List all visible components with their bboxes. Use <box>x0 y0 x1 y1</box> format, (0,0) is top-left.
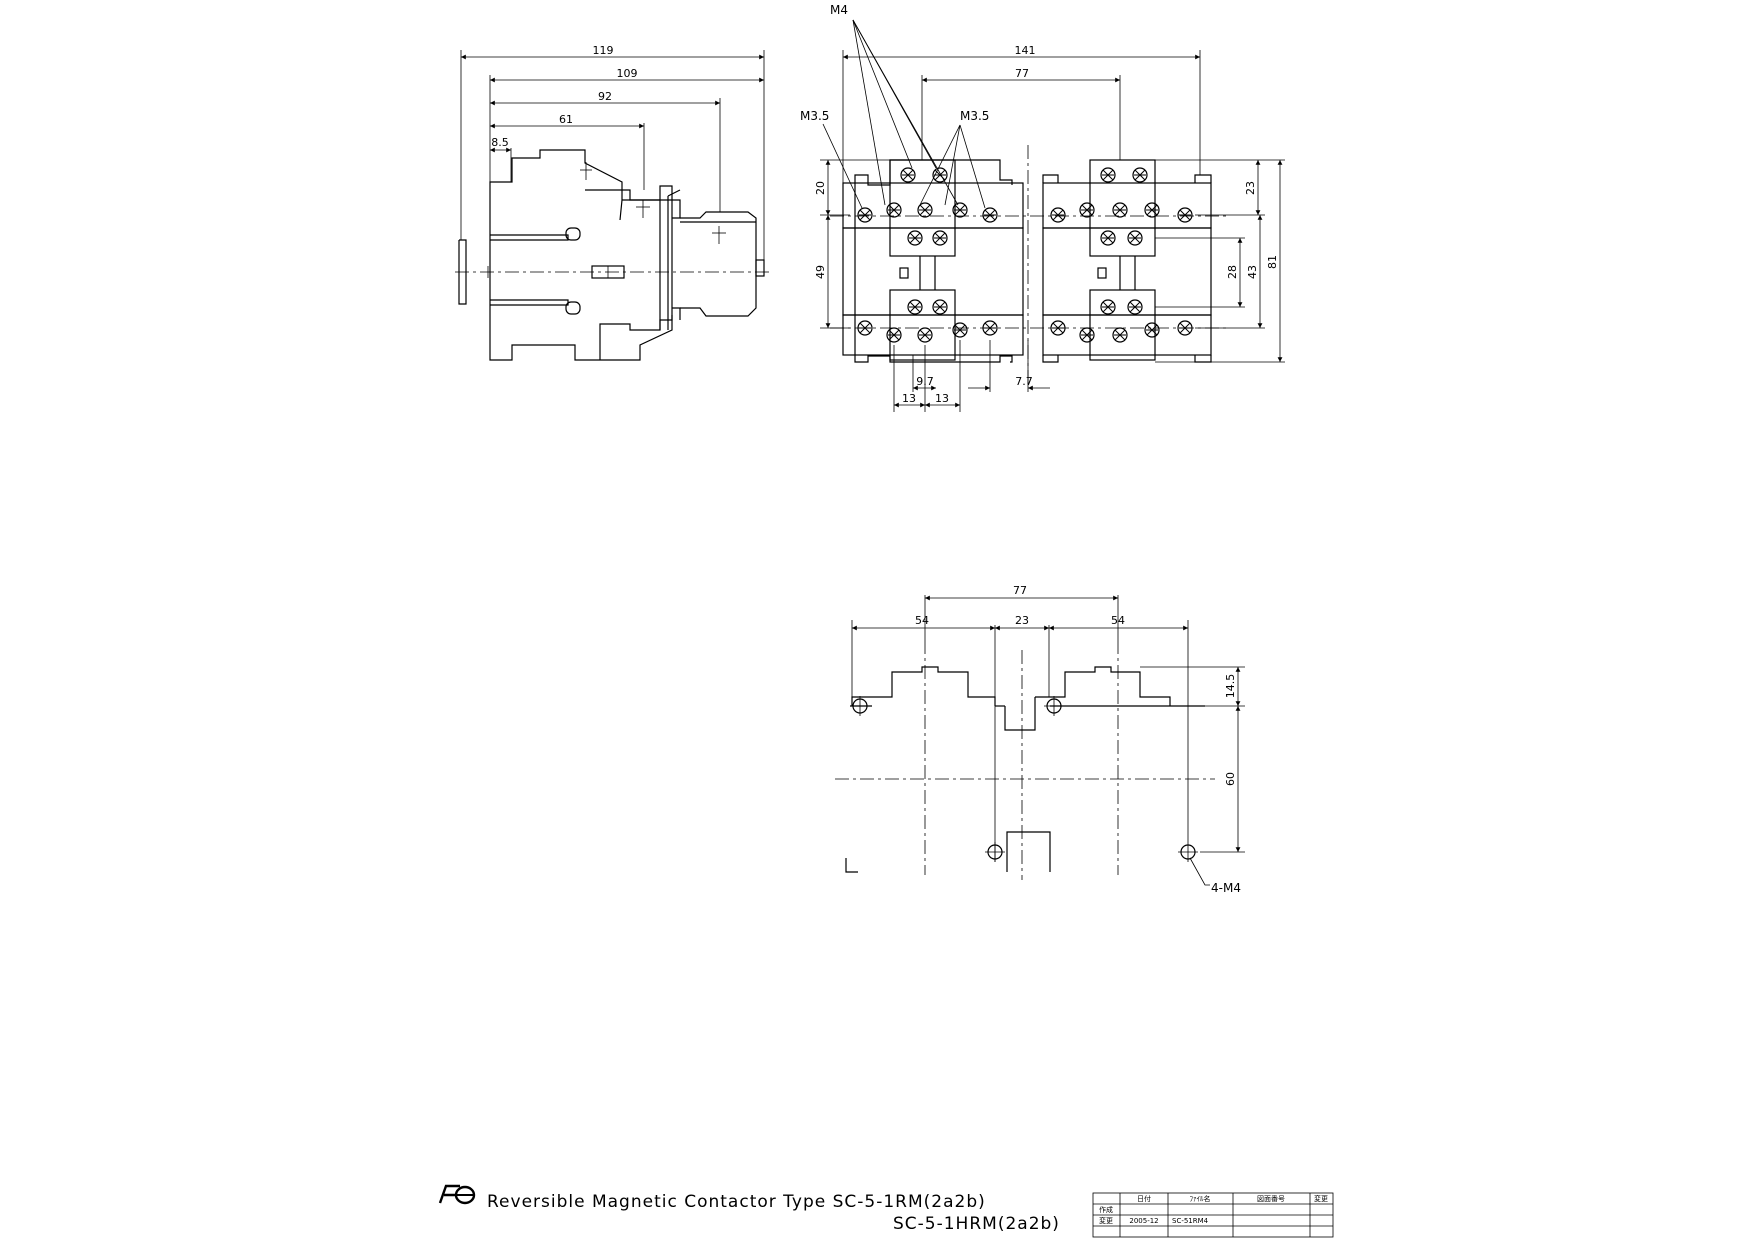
dim-7-7: 7.7 <box>1015 375 1033 388</box>
dim-49: 49 <box>814 265 827 279</box>
col-date: 日付 <box>1137 1194 1151 1203</box>
row-created: 作成 <box>1099 1205 1113 1214</box>
mounting-view-outline <box>845 666 1205 873</box>
callout-m3-5-left: M3.5 <box>800 109 829 123</box>
title-block: 日付 ﾌｧｲﾙ名 図面番号 変更 作成 変更 2005-12 SC-51RM4 <box>1092 1192 1334 1238</box>
dim-13-right: 13 <box>935 392 949 405</box>
drawing-title-line-2: SC-5-1HRM(2a2b) <box>893 1214 1060 1234</box>
front-view-right-contactor <box>1042 159 1212 363</box>
col-file: ﾌｧｲﾙ名 <box>1190 1194 1211 1203</box>
callout-m3-5-middle: M3.5 <box>960 109 989 123</box>
dim-14-5: 14.5 <box>1224 674 1237 699</box>
dim-43: 43 <box>1246 265 1259 279</box>
dim-13-left: 13 <box>902 392 916 405</box>
dim-119: 119 <box>593 44 614 57</box>
mounting-view-centerlines <box>835 640 1215 880</box>
side-view-outline <box>458 149 765 361</box>
title-area: Reversible Magnetic Contactor Type SC-5-… <box>438 1184 1060 1234</box>
mounting-view: 77 54 23 54 14.5 60 4-M4 <box>835 584 1245 895</box>
dim-54-left: 54 <box>915 614 929 627</box>
dim-28: 28 <box>1226 265 1239 279</box>
dim-61: 61 <box>559 113 573 126</box>
dim-81: 81 <box>1266 255 1279 269</box>
col-rev: 変更 <box>1314 1194 1328 1203</box>
dim-20: 20 <box>814 181 827 195</box>
terminal-screw-icon <box>857 167 998 343</box>
front-view-left-contactor <box>842 159 1024 363</box>
side-view-dimensions <box>460 50 765 260</box>
dim-9-7: 9.7 <box>916 375 934 388</box>
col-drawing-no: 図面番号 <box>1257 1195 1285 1203</box>
front-view: M4 M3.5 M3.5 <box>800 3 1285 412</box>
callout-m4: M4 <box>830 3 848 17</box>
dim-92: 92 <box>598 90 612 103</box>
dim-23-mount: 23 <box>1015 614 1029 627</box>
fe-logo <box>438 1184 476 1205</box>
dim-54-right: 54 <box>1111 614 1125 627</box>
front-view-dimensions <box>820 50 1285 412</box>
front-view-leaders <box>822 19 986 209</box>
callout-4-m4: 4-M4 <box>1211 881 1241 895</box>
dim-77-mount: 77 <box>1013 584 1027 597</box>
revision-date: 2005-12 <box>1129 1217 1158 1225</box>
file-name: SC-51RM4 <box>1172 1217 1209 1225</box>
dim-109: 109 <box>617 67 638 80</box>
row-changed: 変更 <box>1099 1216 1113 1225</box>
dim-23: 23 <box>1244 181 1257 195</box>
dim-141: 141 <box>1015 44 1036 57</box>
mounting-view-dimensions <box>851 595 1245 886</box>
dim-77: 77 <box>1015 67 1029 80</box>
drawing-title-line-1: Reversible Magnetic Contactor Type SC-5-… <box>487 1192 986 1212</box>
dim-60: 60 <box>1224 772 1237 786</box>
side-view: 119 109 92 61 8.5 <box>455 44 770 361</box>
terminal-screw-icon <box>1050 167 1193 343</box>
dim-8-5: 8.5 <box>491 136 509 149</box>
